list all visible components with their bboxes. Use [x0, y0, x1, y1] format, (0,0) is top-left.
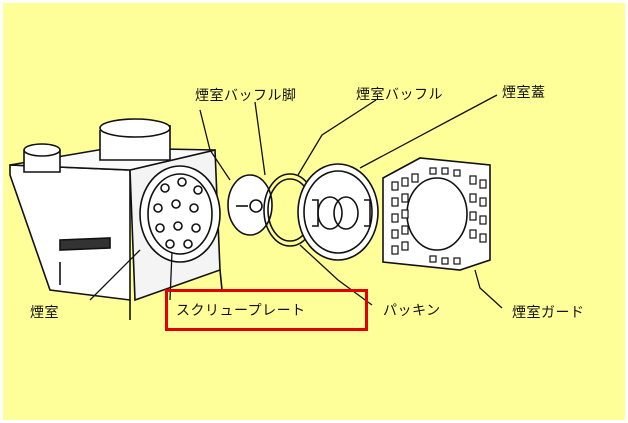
label-smoke-chamber-lid: 煙室蓋 — [502, 85, 546, 101]
label-smoke-chamber-baffle: 煙室バッフル — [356, 87, 443, 103]
baffle-lid-drawing — [297, 163, 379, 261]
guard-drawing — [382, 157, 491, 271]
label-screw-plate: スクリュープレート — [176, 303, 306, 319]
baffle-fitting-drawing — [227, 174, 273, 236]
label-smoke-chamber: 煙室 — [30, 305, 59, 321]
leader-lines — [89, 94, 503, 309]
label-packing: パッキン — [383, 303, 441, 319]
screw-plate-drawing — [139, 165, 221, 263]
label-smoke-chamber-guard: 煙室ガード — [512, 305, 585, 321]
screw-plate-highlight-box — [165, 289, 368, 331]
label-smoke-chamber-baffle-fitting: 煙室バッフル脚 — [195, 88, 297, 104]
